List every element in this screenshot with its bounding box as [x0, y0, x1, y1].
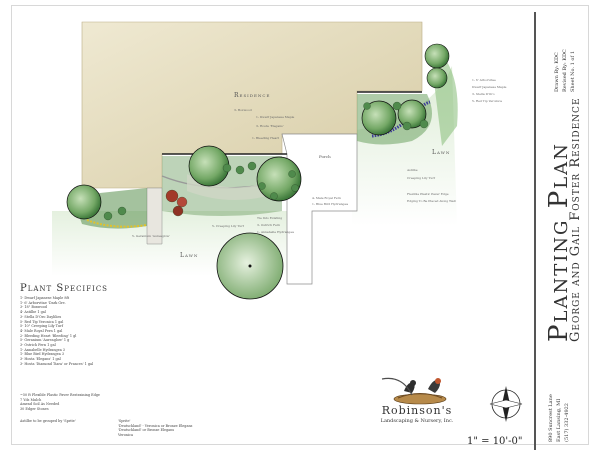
callout-5: 5- Creeping Lily Turf [212, 224, 244, 228]
callout-10: 4- Male Royal Fern [312, 196, 341, 200]
company-name: Robinson's [381, 404, 453, 417]
note-item: 7 Yds Mulch [20, 397, 42, 402]
tree-right-shrub-2 [397, 99, 427, 129]
note-item: Amend Soil As Needed [20, 402, 60, 407]
bird-nest-icon [381, 377, 447, 405]
grouping-list: 'Sprite' 'Deutschland' - Veronica or Bro… [118, 419, 192, 438]
shrub-cluster [103, 101, 429, 221]
plant-specifics-title: Plant Specifics [20, 283, 108, 294]
spec-item: 1- Blue Bird Hydrangea 3 [20, 352, 64, 357]
callout-3: 3- Hosta 'Elegans' [256, 124, 284, 128]
sheet-number: Sheet No. 1 of 1 [570, 50, 576, 92]
callout-14: 3- Stella D'Oro [472, 92, 495, 96]
edging-stones-left [86, 219, 148, 228]
company-logo: Robinson's Landscaping & Nursery, Inc. [342, 371, 492, 446]
revised-by: Revised By: KDC [562, 49, 568, 92]
callout-8: 1- Annabelle Hydrangea [257, 230, 294, 234]
label-lawn-right: Lawn [432, 149, 451, 156]
spec-item: 3- Stella D'Oro Daylilies [20, 314, 62, 319]
scale-label: 1" = 10'-0" [467, 436, 523, 447]
callout-12: 1- 6' Arborvitae [472, 78, 496, 82]
plan-subtitle: George and Gail Foster Residence [568, 97, 583, 342]
mulch-swath [187, 174, 267, 200]
tree-left [66, 184, 102, 220]
callout-17: Creeping Lily Turf [407, 176, 436, 180]
callout-9: 5- Geranium 'Aureaglow' [132, 234, 170, 238]
materials-notes: ~50 ft Flexible Plastic Paver Restrainin… [20, 393, 200, 412]
tree-upper-right-2 [426, 67, 448, 89]
address-line-3: (517) 332-4922 [564, 403, 570, 442]
spec-item: 1- Dwarf Japanese Maple 8ft [20, 296, 70, 300]
spec-item: 4- Male Royal Fern 1 gal [20, 328, 63, 333]
drawn-by: Drawn By: KDC [554, 52, 560, 92]
grouping-intro: Astilbe to be grouped by 'Sprite' [20, 419, 76, 423]
spec-item: 3- Ostrich Fern 1 gal [20, 343, 56, 348]
grouping-item: 'Sprite' [118, 419, 131, 423]
tree-center [256, 156, 302, 202]
callout-7: 3- Ostrich Fern [257, 223, 281, 227]
tree-lawn-center [248, 264, 252, 268]
callout-4: 1- Bleeding Heart [252, 136, 280, 140]
address-line-2: East Lansing, MI [556, 398, 562, 442]
note-item: 30 Edger Stones [20, 407, 49, 412]
title-block: Planting Plan George and Gail Foster Res… [534, 12, 590, 450]
spec-item: 3- Hosta 'Diamond Tiara' or Frances' 1 g… [20, 361, 94, 366]
callout-13: Dwarf Japanese Maple [472, 85, 507, 89]
drawing-sheet: Residence Lawn Lawn Porch 3- Boxwood 1- … [12, 6, 588, 450]
callout-2: 1- Dwarf Japanese Maple [256, 115, 295, 119]
north-arrow-icon [489, 386, 523, 422]
callout-6: Tie Into Existing [257, 216, 283, 220]
callout-15: 5- Red Tip Veronica [472, 99, 502, 103]
grouping-item: 'Deutschland' or Bronze Elegans [118, 428, 175, 433]
plant-specifics: Plant Specifics 1- Dwarf Japanese Maple … [20, 283, 200, 367]
tree-center-left [188, 145, 230, 187]
grouping-item: Veronica [118, 433, 133, 438]
spec-item: 5- Geranium 'Aureaglow' 1 g [20, 338, 70, 343]
company-tagline: Landscaping & Nursery, Inc. [380, 418, 454, 424]
spec-item: 3- 18" Boxwood [20, 305, 47, 310]
label-lawn-left: Lawn [180, 252, 199, 259]
tree-upper-right-1 [424, 43, 450, 69]
spec-item: 5- 10" Creeping Lily Turf [20, 324, 63, 329]
address-line-1: 890 Suncrest Lane [548, 394, 554, 442]
label-porch: Porch [319, 154, 331, 159]
spec-item: 5- Red Tip Veronica 1 gal [20, 319, 64, 324]
callout-18: Flexible Plastic Paver Edge [407, 192, 449, 196]
note-item: ~50 ft Flexible Plastic Paver Restrainin… [20, 393, 100, 397]
label-residence: Residence [234, 92, 271, 99]
spec-item: 2- Bleeding Heart 'Bleeding' 1 gl [20, 333, 77, 338]
spec-item: 3- Hosta 'Elegans' 1 gal [20, 357, 61, 362]
grouping-item: 'Deutschland' - Veronica or Bronze Elega… [118, 423, 193, 428]
tree-right-shrub [361, 100, 397, 136]
callout-16: Astilbe [407, 168, 418, 172]
callout-11: 1- Blue Bird Hydrangea [312, 202, 349, 206]
spec-item: 4- Astilbe 1 gal [20, 310, 46, 315]
site-plan [52, 21, 458, 300]
callout-19: Edging To Be Placed Along Wall [407, 199, 456, 203]
spec-item: 1- 6' Arborvitae 'Dark Gre. [20, 300, 66, 305]
spec-item: 1- Annabelle Hydrangea 3 [20, 347, 65, 352]
callout-1: 3- Boxwood [234, 108, 252, 112]
